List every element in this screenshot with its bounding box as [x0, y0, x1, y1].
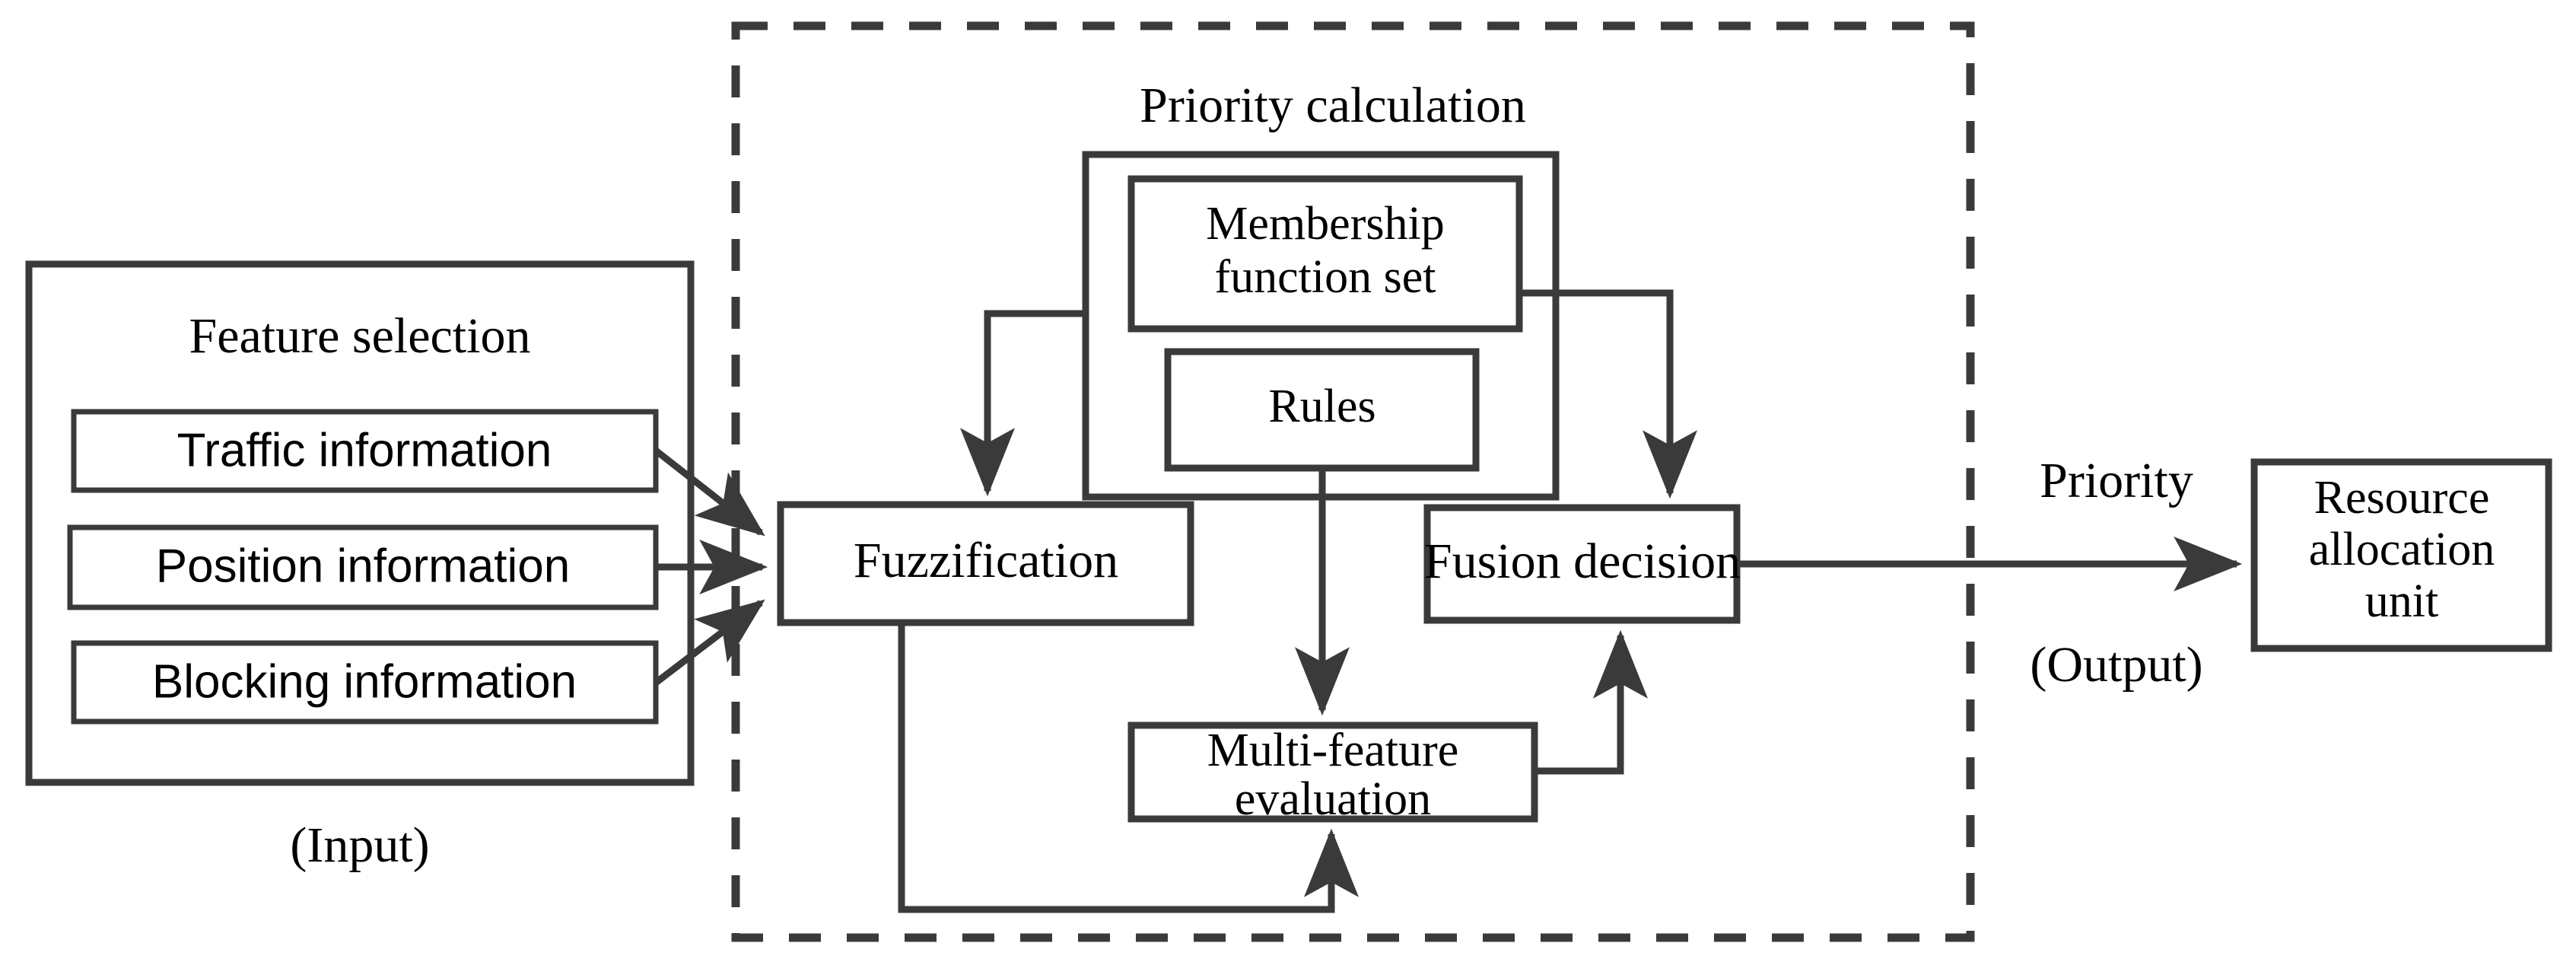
connector-blocking-to-fuzzification	[654, 599, 765, 686]
connector-multifeature-to-fusion-decision	[1534, 629, 1648, 775]
blocking-information-label: Blocking information	[152, 655, 577, 708]
multi-feature-evaluation-label-line1: Multi-feature	[1207, 725, 1459, 776]
feature-selection-title: Feature selection	[189, 308, 531, 364]
position-information-label: Position information	[156, 540, 571, 592]
membership-function-set-label-line1: Membership	[1206, 198, 1444, 250]
membership-function-set-box	[1127, 175, 1523, 333]
resource-allocation-unit-label-line1: Resource	[2314, 472, 2490, 524]
priority-calculation-title: Priority calculation	[1140, 78, 1526, 133]
connector-knowledgebase-to-fuzzification	[960, 310, 1086, 497]
input-caption: (Input)	[290, 817, 429, 873]
resource-allocation-unit-label-line2: allocation	[2309, 524, 2495, 575]
feature-selection-box	[25, 260, 695, 786]
multi-feature-evaluation-box	[1127, 722, 1538, 823]
fuzzification-label: Fuzzification	[854, 533, 1118, 588]
rules-label: Rules	[1268, 381, 1375, 432]
fuzzification-box	[777, 501, 1194, 626]
membership-function-set-label-line2: function set	[1215, 251, 1436, 303]
output-caption: (Output)	[2030, 637, 2202, 693]
resource-allocation-unit-label-line3: unit	[2365, 575, 2438, 627]
connector-membership-to-fusion-decision	[1519, 289, 1697, 499]
multi-feature-evaluation-label-line2: evaluation	[1235, 773, 1431, 825]
connector-fuzzification-to-multifeature	[898, 623, 1359, 913]
traffic-information-label: Traffic information	[177, 424, 552, 476]
resource-allocation-unit-box	[2250, 458, 2552, 652]
connector-traffic-to-fuzzification	[654, 448, 765, 537]
fusion-decision-box	[1423, 504, 1741, 624]
priority-edge-label: Priority	[2040, 453, 2193, 508]
fusion-decision-label: Fusion decision	[1424, 534, 1741, 589]
